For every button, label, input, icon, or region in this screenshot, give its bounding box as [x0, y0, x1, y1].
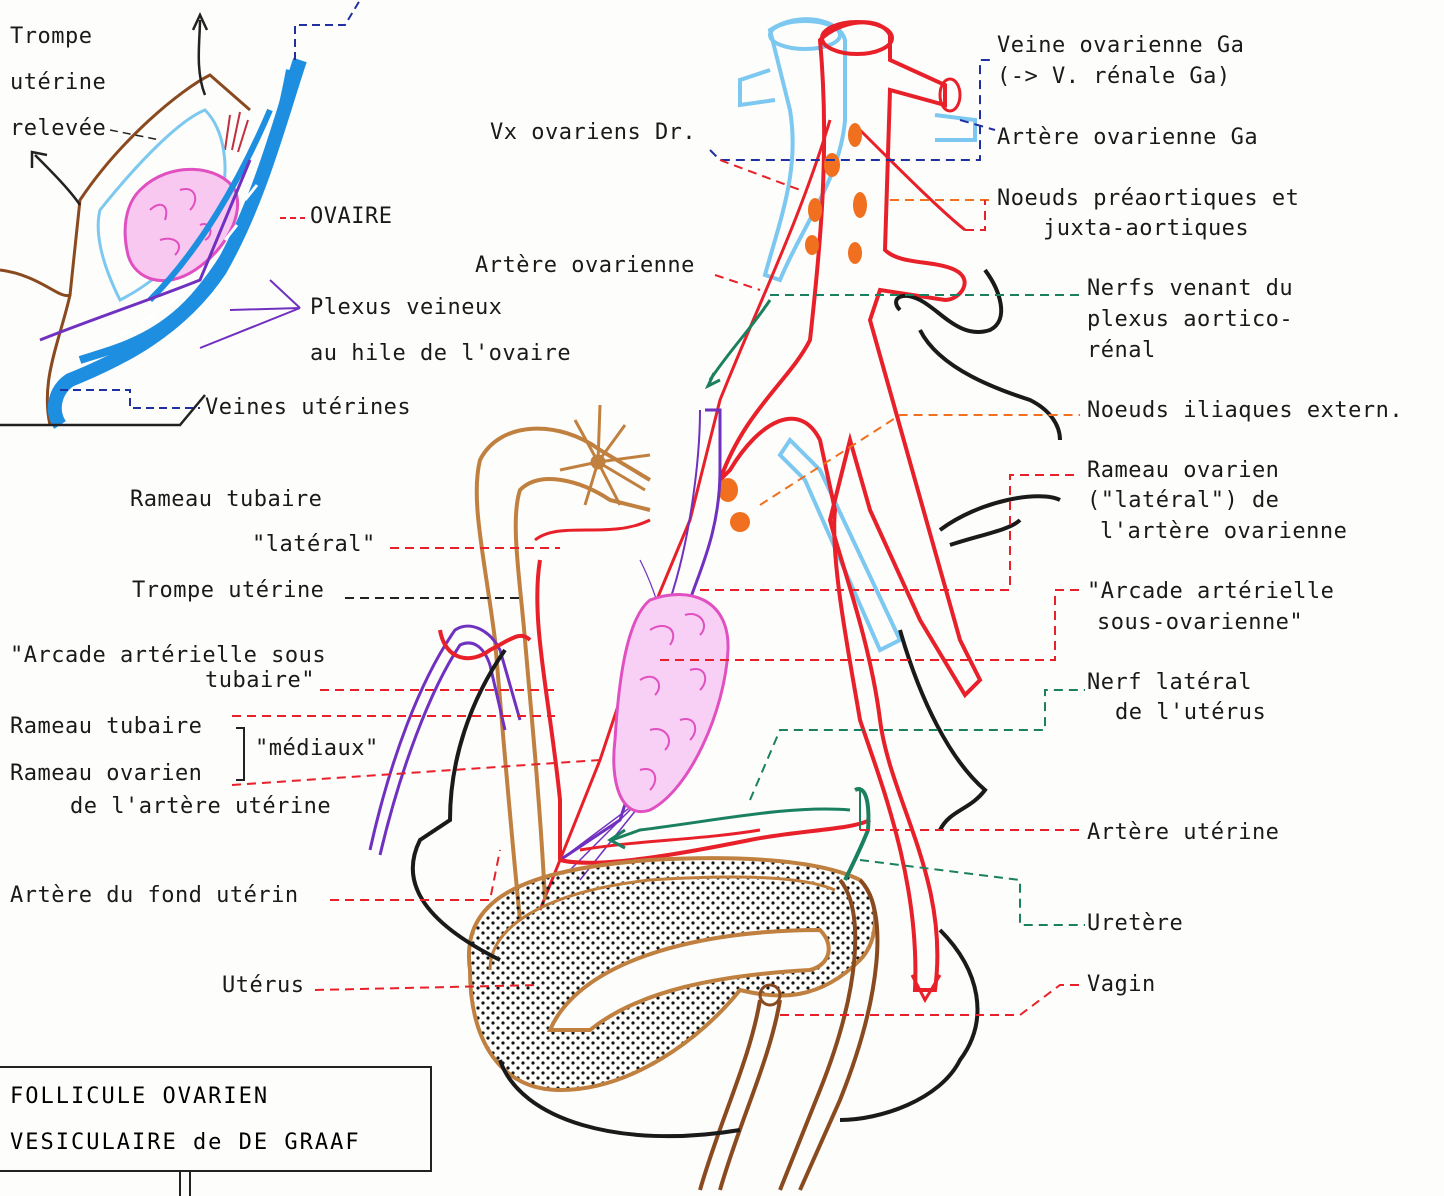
label-artere-ovarienne: Artère ovarienne	[475, 253, 695, 279]
inset-ovary-drawing	[0, 0, 360, 425]
label-veine-ovarienne-ga-1: Veine ovarienne Ga	[997, 33, 1244, 59]
label-rameau-ovarien-lat-2: ("latéral") de	[1087, 488, 1279, 514]
label-ovaire: OVAIRE	[310, 204, 392, 230]
label-artere-uterine: Artère utérine	[1087, 820, 1279, 846]
label-vx-ovariens-dr: Vx ovariens Dr.	[490, 120, 696, 146]
label-artere-ovarienne-ga: Artère ovarienne Ga	[997, 125, 1258, 151]
lymph-nodes	[718, 123, 867, 532]
label-rameau-tubaire-lat-1: Rameau tubaire	[130, 487, 322, 513]
label-trompe-relevee-2: utérine	[10, 70, 106, 96]
label-rameau-ovarien-med: Rameau ovarien	[10, 761, 202, 787]
mediaux-bracket	[236, 728, 244, 780]
label-uterus: Utérus	[222, 973, 304, 999]
label-artere-fond-uterin: Artère du fond utérin	[10, 883, 299, 909]
label-trompe-relevee-3: relevée	[10, 116, 106, 142]
label-trompe-uterine: Trompe utérine	[132, 578, 324, 604]
legend-connector	[180, 1170, 190, 1196]
label-rameau-tubaire-lat-2: "latéral"	[252, 532, 376, 558]
follicle-legend-box: FOLLICULE OVARIEN VESICULAIRE de DE GRAA…	[0, 1066, 432, 1172]
label-de-artere-uterine: de l'artère utérine	[70, 794, 331, 820]
label-plexus-1: Plexus veineux	[310, 295, 502, 321]
label-arcade-sous-tubaire-1: "Arcade artérielle sous	[10, 643, 326, 669]
label-nerfs-1: Nerfs venant du	[1087, 276, 1293, 302]
label-veines-uterines: Veines utérines	[205, 395, 411, 421]
main-anatomy-drawing	[370, 19, 1060, 1190]
label-arcade-sous-tubaire-2: tubaire"	[205, 668, 315, 694]
label-nerf-lateral-2: de l'utérus	[1115, 700, 1266, 726]
label-trompe-relevee-1: Trompe	[10, 24, 92, 50]
label-noeuds-preaortiques-2: juxta-aortiques	[1043, 216, 1249, 242]
label-rameau-ovarien-lat-3: l'artère ovarienne	[1100, 519, 1347, 545]
label-nerfs-2: plexus aortico-	[1087, 307, 1293, 333]
label-noeuds-preaortiques-1: Noeuds préaortiques et	[997, 186, 1299, 212]
label-uretere: Uretère	[1087, 911, 1183, 937]
label-arcade-sous-ovarienne-1: "Arcade artérielle	[1087, 579, 1334, 605]
label-nerfs-3: rénal	[1087, 338, 1156, 364]
label-noeuds-iliaques: Noeuds iliaques extern.	[1087, 398, 1403, 424]
legend-line-2: VESICULAIRE de DE GRAAF	[10, 1130, 361, 1155]
label-arcade-sous-ovarienne-2: sous-ovarienne"	[1097, 610, 1303, 636]
label-rameau-tubaire-med: Rameau tubaire	[10, 714, 202, 740]
label-plexus-2: au hile de l'ovaire	[310, 341, 571, 367]
label-rameau-ovarien-lat-1: Rameau ovarien	[1087, 458, 1279, 484]
label-vagin: Vagin	[1087, 972, 1156, 998]
legend-line-1: FOLLICULE OVARIEN	[10, 1084, 269, 1109]
label-nerf-lateral-1: Nerf latéral	[1087, 670, 1252, 696]
label-veine-ovarienne-ga-2: (-> V. rénale Ga)	[997, 64, 1231, 90]
label-mediaux: "médiaux"	[255, 736, 379, 762]
